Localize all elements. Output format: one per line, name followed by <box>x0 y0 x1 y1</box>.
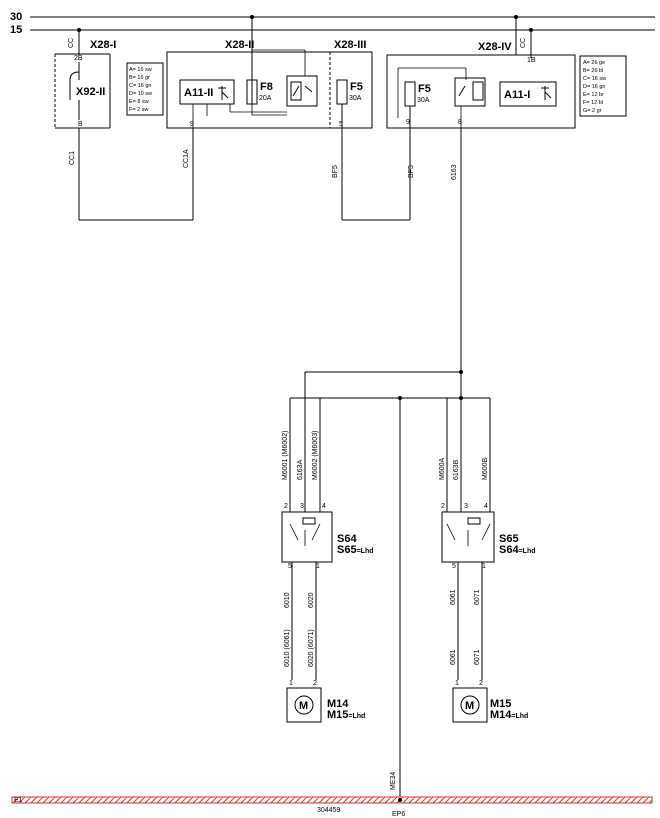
x28-iv-pin-top: 1B <box>527 57 536 64</box>
right-legend-table: A= 26 ge B= 26 bl C= 16 sw D= 16 gn E= 1… <box>579 55 627 117</box>
wire-cc1a-label: CC1A <box>183 149 190 168</box>
wire-6020b-label: 6020 (6071) <box>308 629 315 667</box>
svg-text:2: 2 <box>441 503 445 510</box>
x28-ii-label: X28-II <box>225 39 254 51</box>
m14-motor-symbol: M <box>299 700 308 712</box>
x28-iii-pin-5: 5 <box>339 121 343 128</box>
x28-iv-block: X28-IV CC 1B F5 30A 9 BF5 A11-I 8 6163 <box>386 17 576 385</box>
wire-me34-label: ME34 <box>390 772 397 790</box>
s64-switch: M6001 (M6002) 6163A M6002 (M6003) 2 3 4 … <box>281 385 374 680</box>
wire-6163-label: 6163 <box>451 164 458 180</box>
svg-text:1: 1 <box>482 563 486 570</box>
power-rails: 30 15 <box>10 11 655 36</box>
wire-m600a-label: M600A <box>439 457 446 480</box>
svg-text:D= 16 gn: D= 16 gn <box>583 84 605 90</box>
x28-i-label: X28-I <box>90 39 116 51</box>
m15-motor: 1 2 M M15 M14=Lhd <box>452 680 528 723</box>
s64-alt-label: S65=Lhd <box>337 544 374 556</box>
x28-i-pin-bottom: B <box>78 121 83 128</box>
svg-text:3: 3 <box>300 503 304 510</box>
s65-switch: M600A 6163B M600B 2 3 4 S65 S64=Lhd 5 1 … <box>439 385 536 680</box>
svg-text:E= 12 br: E= 12 br <box>583 92 604 98</box>
svg-text:B= 26 bl: B= 26 bl <box>583 68 603 74</box>
svg-text:C= 16 gn: C= 16 gn <box>129 83 151 89</box>
svg-text:A= 16 sw: A= 16 sw <box>129 67 152 73</box>
cc-top-right-label: CC <box>520 38 527 48</box>
wire-m6002-label: M6002 (M6003) <box>312 431 319 480</box>
x28-i-block: CC X28-I 2B X92-II B CC1 <box>54 30 116 220</box>
ground-edge-mark: E1 <box>14 797 23 804</box>
svg-text:1: 1 <box>289 680 293 687</box>
svg-text:1: 1 <box>316 563 320 570</box>
x28-iv-pin-8: 8 <box>458 119 462 126</box>
svg-text:2: 2 <box>284 503 288 510</box>
wire-6020-label: 6020 <box>308 592 315 608</box>
svg-text:F= 2 sw: F= 2 sw <box>129 107 148 113</box>
svg-text:D= 10 sw: D= 10 sw <box>129 91 152 97</box>
m15-alt-label: M14=Lhd <box>490 709 528 721</box>
x28-iv-label: X28-IV <box>478 41 512 53</box>
x28-ii-pin-9: 9 <box>190 121 194 128</box>
wire-m600b-label: M600B <box>482 457 489 480</box>
wire-6010b-label: 6010 (6061) <box>284 629 291 667</box>
svg-text:C= 16 sw: C= 16 sw <box>583 76 606 82</box>
svg-text:2: 2 <box>313 680 317 687</box>
svg-text:A= 26 ge: A= 26 ge <box>583 60 605 66</box>
wire-6071b-label: 6071 <box>474 649 481 665</box>
m15-motor-symbol: M <box>465 700 474 712</box>
svg-text:2: 2 <box>479 680 483 687</box>
f5-left-label: F5 <box>418 83 431 95</box>
ground-code: 304459 <box>317 807 340 814</box>
cc-top-left-label: CC <box>68 38 75 48</box>
wire-6010-label: 6010 <box>284 592 291 608</box>
ground-bar: E1 304459 EP6 <box>11 796 653 818</box>
x28-iii-label: X28-III <box>334 39 366 51</box>
distribution-bus: ME34 <box>290 370 490 797</box>
svg-text:B= 16 gr: B= 16 gr <box>129 75 150 81</box>
f8-label: F8 <box>260 81 273 93</box>
m14-alt-label: M15=Lhd <box>327 709 365 721</box>
wire-6061-label: 6061 <box>450 589 457 605</box>
f8-rating: 20A <box>259 95 272 102</box>
x92-ii-label: X92-II <box>76 86 105 98</box>
svg-text:3: 3 <box>464 503 468 510</box>
m14-motor: 1 2 M M14 M15=Lhd <box>286 680 365 723</box>
left-legend-table: A= 16 sw B= 16 gr C= 16 gn D= 10 sw E= 8… <box>126 62 164 116</box>
svg-text:4: 4 <box>484 503 488 510</box>
x28-ii-iii-block: X28-II X28-III A11-II F8 20A 9 CC1A F5 3… <box>166 17 373 220</box>
f5-right-of-iii-rating: 30A <box>349 95 362 102</box>
svg-text:G= 2 gr: G= 2 gr <box>583 108 602 114</box>
wire-6061b-label: 6061 <box>450 649 457 665</box>
rail-15-label: 15 <box>10 24 22 36</box>
wire-m6001-label: M6001 (M6002) <box>282 431 289 480</box>
s65-label: S65 <box>499 533 519 545</box>
s65-alt-label: S64=Lhd <box>499 544 536 556</box>
svg-text:F= 12 bl: F= 12 bl <box>583 100 603 106</box>
svg-text:5: 5 <box>452 563 456 570</box>
x28-i-pin-top: 2B <box>74 55 83 62</box>
a11-ii-label: A11-II <box>184 87 213 99</box>
ground-point: EP6 <box>392 811 405 818</box>
svg-text:1: 1 <box>455 680 459 687</box>
s64-label: S64 <box>337 533 357 545</box>
wire-cc1-label: CC1 <box>69 151 76 165</box>
rail-30-label: 30 <box>10 11 22 23</box>
wire-bf5-b-label: BF5 <box>408 165 415 178</box>
svg-text:5: 5 <box>288 563 292 570</box>
svg-text:4: 4 <box>322 503 326 510</box>
f5-left-rating: 30A <box>417 97 430 104</box>
m15-label: M15 <box>490 698 511 710</box>
wire-6163a-label: 6163A <box>297 459 304 480</box>
svg-text:E= 8 sw: E= 8 sw <box>129 99 149 105</box>
wire-6163b-label: 6163B <box>453 459 460 480</box>
wire-bf5-a-label: BF5 <box>332 165 339 178</box>
m14-label: M14 <box>327 698 349 710</box>
a11-i-label: A11-I <box>504 89 530 101</box>
x28-iv-pin-9: 9 <box>406 119 410 126</box>
f5-right-of-iii-label: F5 <box>350 81 363 93</box>
wire-6071-label: 6071 <box>474 589 481 605</box>
